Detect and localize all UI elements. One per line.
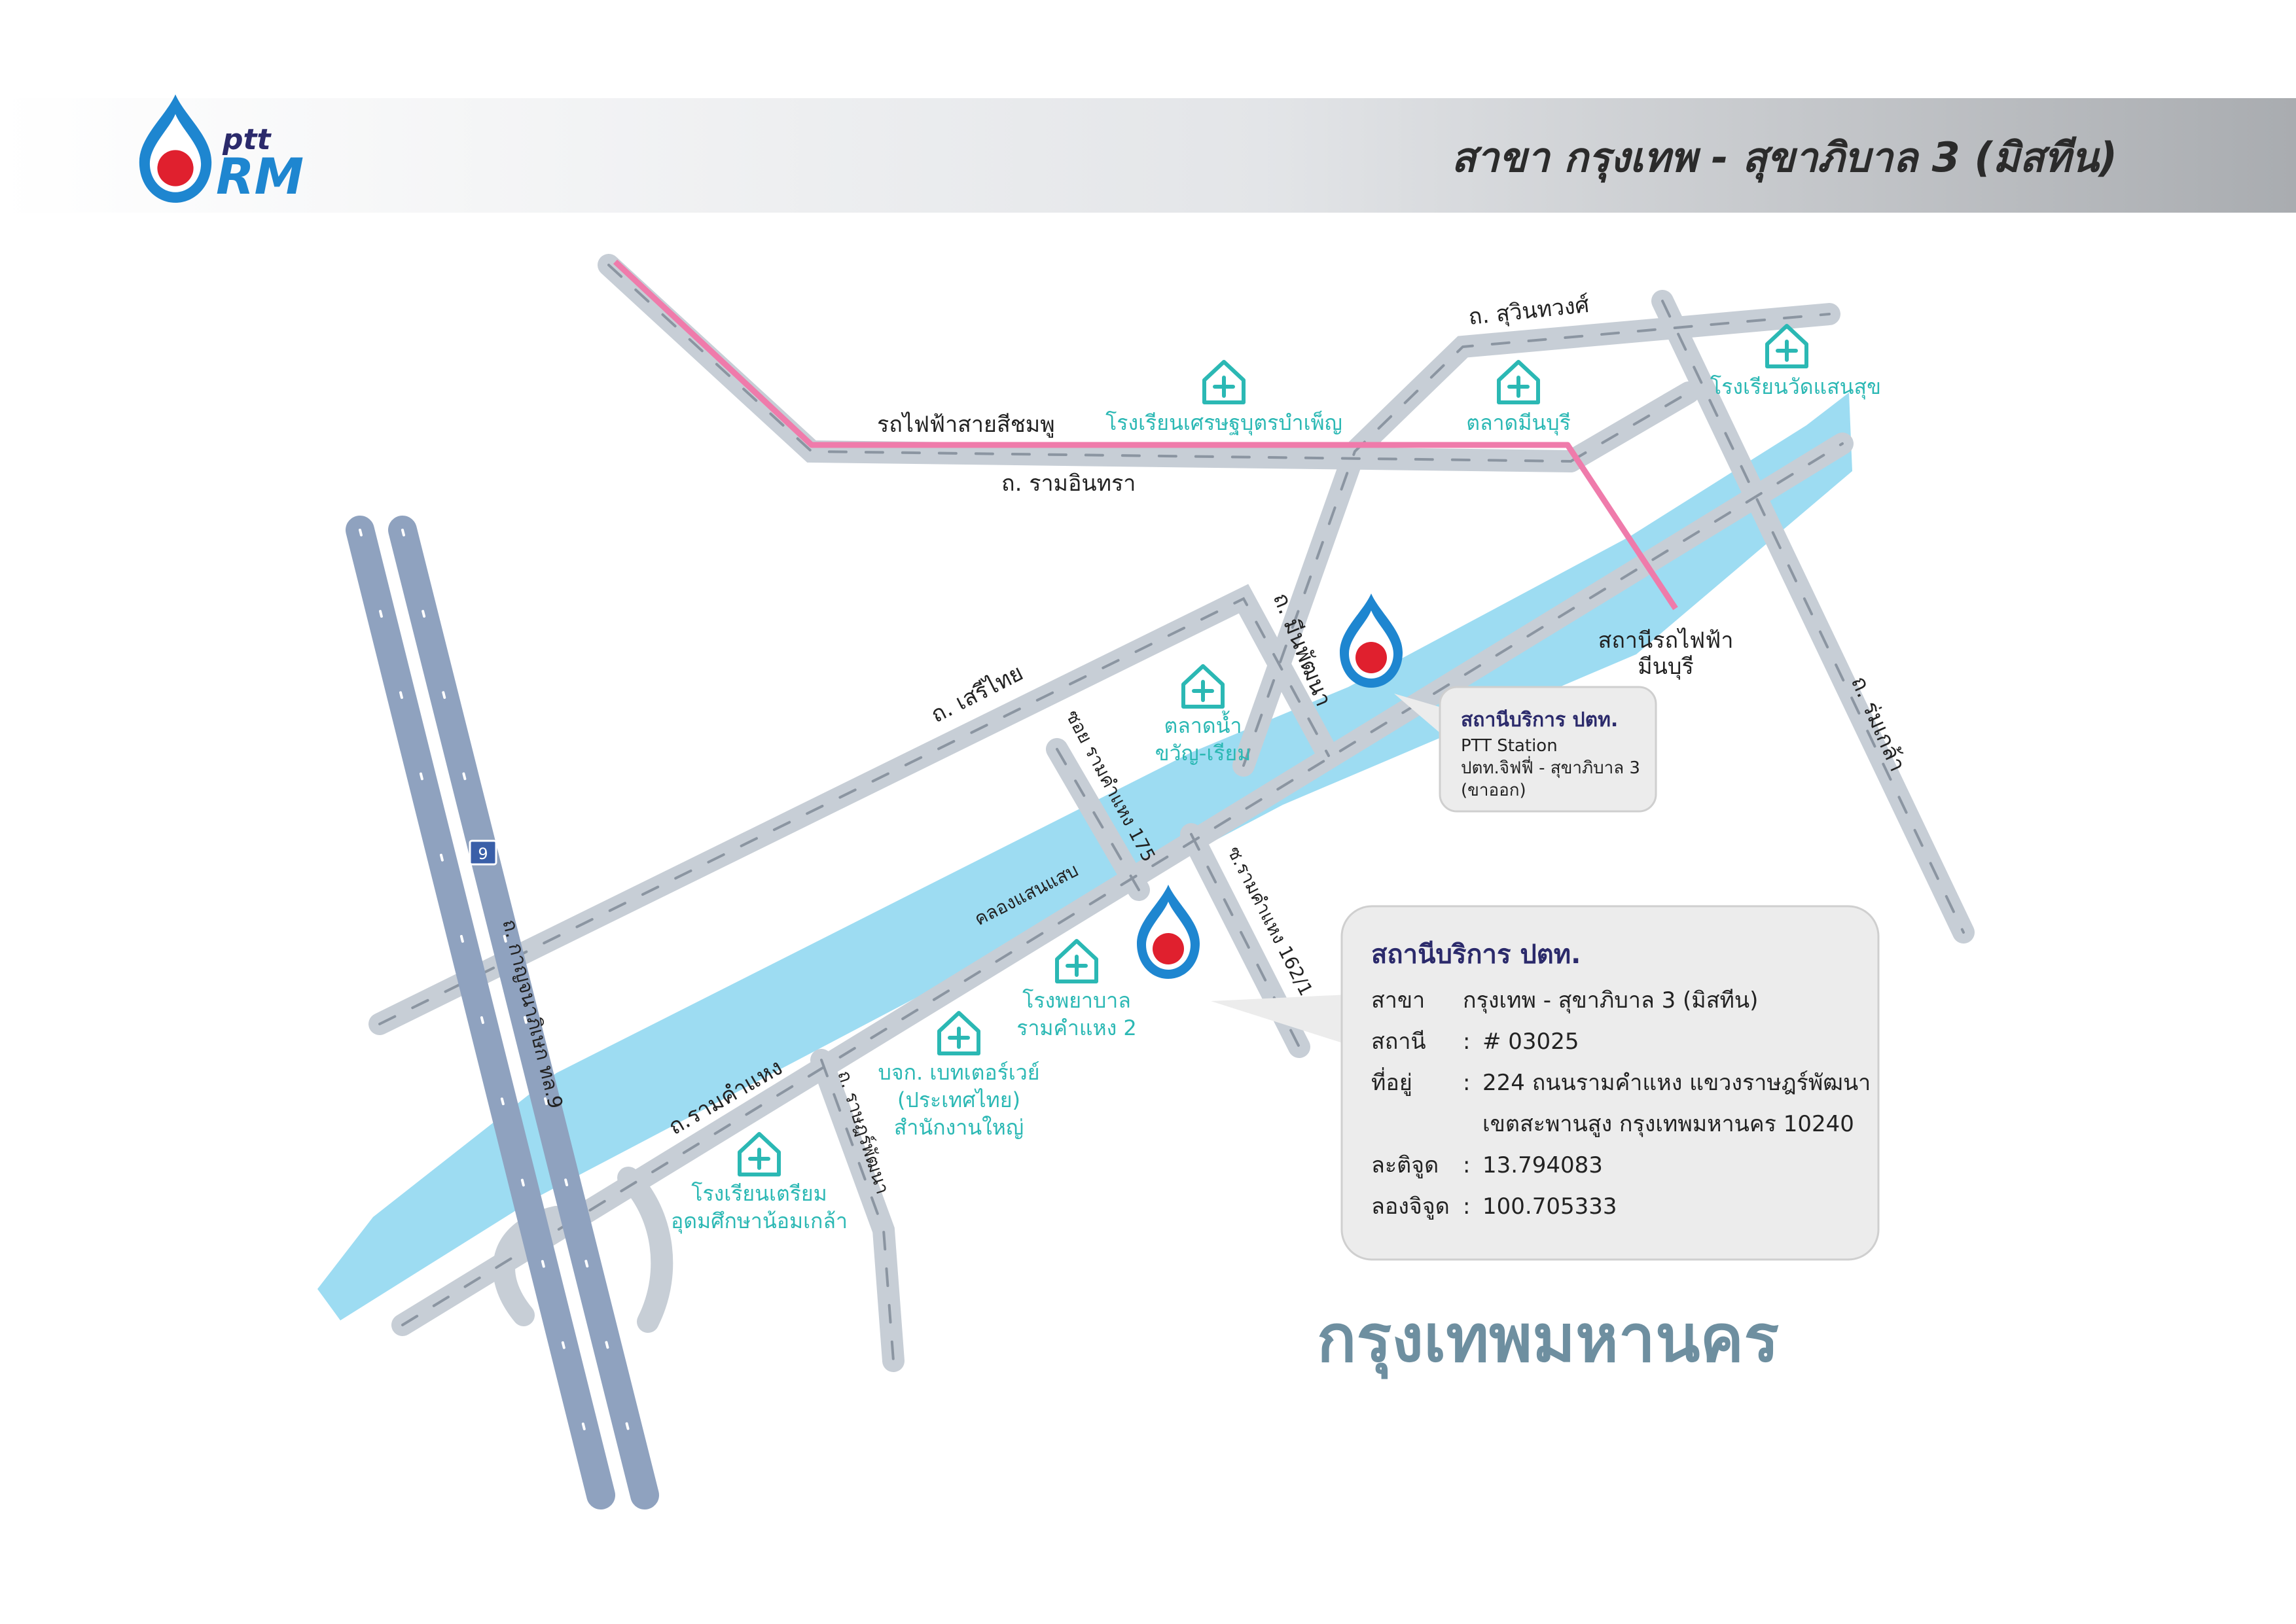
page-title: สาขา กรุงเทพ - สุขาภิบาล 3 (มิสทีน) bbox=[1452, 133, 2117, 183]
svg-text::: : bbox=[1463, 1193, 1470, 1220]
canal-saen-saep bbox=[317, 393, 1852, 1320]
svg-text:มีนบุรี: มีนบุรี bbox=[1638, 654, 1694, 680]
callout-small-title: สถานีบริการ ปตท. bbox=[1461, 709, 1618, 732]
svg-text:โรงเรียนวัดแสนสุข: โรงเรียนวัดแสนสุข bbox=[1710, 374, 1881, 400]
road-ram-inthra bbox=[598, 254, 1582, 472]
label-min-buri-station: สถานีรถไฟฟ้า มีนบุรี bbox=[1598, 627, 1734, 680]
school-icon bbox=[1204, 362, 1244, 402]
city-name: กรุงเทพมหานคร bbox=[1317, 1300, 1779, 1379]
market-icon bbox=[1499, 362, 1538, 402]
svg-text:โรงเรียนเศรษฐบุตรบำเพ็ญ: โรงเรียนเศรษฐบุตรบำเพ็ญ bbox=[1105, 410, 1342, 436]
poi-triam-school: โรงเรียนเตรียม อุดมศึกษาน้อมเกล้า bbox=[671, 1134, 848, 1234]
svg-text:ละติจูด: ละติจูด bbox=[1371, 1152, 1439, 1178]
svg-text:สถานี: สถานี bbox=[1371, 1029, 1426, 1055]
hospital-icon bbox=[1057, 941, 1096, 981]
callout-row-station: สถานี : # 03025 bbox=[1371, 1029, 1579, 1055]
svg-text:(ประเทศไทย): (ประเทศไทย) bbox=[897, 1087, 1020, 1112]
school-icon bbox=[1767, 326, 1806, 366]
svg-text:ตลาดน้ำ: ตลาดน้ำ bbox=[1164, 711, 1242, 738]
svg-text:PTT Station: PTT Station bbox=[1461, 736, 1558, 756]
callout-row-address: ที่อยู่ : 224 ถนนรามคำแหง แขวงราษฎร์พัฒน… bbox=[1371, 1067, 1871, 1137]
poi-betagro-hq: บจก. เบทเตอร์เวย์ (ประเทศไทย) สำนักงานให… bbox=[878, 1013, 1040, 1140]
market-icon bbox=[1183, 666, 1223, 707]
svg-text:13.794083: 13.794083 bbox=[1482, 1152, 1603, 1178]
poi-wat-saen-school: โรงเรียนวัดแสนสุข bbox=[1710, 326, 1881, 400]
svg-text:# 03025: # 03025 bbox=[1482, 1029, 1579, 1055]
callout-small: สถานีบริการ ปตท. PTT Station ปตท.จิฟฟี่ … bbox=[1394, 686, 1657, 813]
svg-text::: : bbox=[1463, 1070, 1470, 1096]
pink-line-rail bbox=[613, 259, 1678, 610]
svg-text:สาขา: สาขา bbox=[1371, 987, 1425, 1014]
school-icon bbox=[740, 1134, 779, 1174]
header-band bbox=[0, 98, 2296, 213]
svg-text:อุดมศึกษาน้อมเกล้า: อุดมศึกษาน้อมเกล้า bbox=[671, 1209, 848, 1234]
svg-text::: : bbox=[1463, 1152, 1470, 1178]
svg-text:(ขาออก): (ขาออก) bbox=[1461, 781, 1526, 800]
callout-main: สถานีบริการ ปตท. สาขา กรุงเทพ - สุขาภิบา… bbox=[1211, 905, 1880, 1261]
svg-text:โรงเรียนเตรียม: โรงเรียนเตรียม bbox=[691, 1181, 827, 1206]
road-network bbox=[368, 254, 1975, 1372]
svg-text:บจก. เบทเตอร์เวย์: บจก. เบทเตอร์เวย์ bbox=[878, 1060, 1040, 1085]
svg-text:9: 9 bbox=[478, 845, 488, 863]
svg-text:ลองจิจูด: ลองจิจูด bbox=[1371, 1193, 1450, 1220]
ptt-rm-logo: ptt RM bbox=[139, 94, 304, 205]
svg-text:กรุงเทพ - สุขาภิบาล 3 (มิสทีน): กรุงเทพ - สุขาภิบาล 3 (มิสทีน) bbox=[1463, 987, 1758, 1014]
svg-text:รามคำแหง 2: รามคำแหง 2 bbox=[1016, 1015, 1137, 1040]
svg-text:ตลาดมีนบุรี: ตลาดมีนบุรี bbox=[1466, 410, 1571, 436]
svg-text:ขวัญ-เรียม: ขวัญ-เรียม bbox=[1155, 741, 1251, 766]
office-icon bbox=[939, 1013, 978, 1053]
svg-text:เขตสะพานสูง กรุงเทพมหานคร 1024: เขตสะพานสูง กรุงเทพมหานคร 10240 bbox=[1482, 1111, 1854, 1137]
callout-row-branch: สาขา กรุงเทพ - สุขาภิบาล 3 (มิสทีน) bbox=[1371, 987, 1758, 1014]
poi-floating-market: ตลาดน้ำ ขวัญ-เรียม bbox=[1155, 666, 1251, 766]
logo-ptt-text: ptt bbox=[222, 123, 272, 156]
callout-main-title: สถานีบริการ ปตท. bbox=[1371, 940, 1581, 970]
svg-text::: : bbox=[1463, 1029, 1470, 1055]
highway-shield: 9 bbox=[469, 839, 497, 866]
label-ram-inthra: ถ. รามอินทรา bbox=[1001, 470, 1136, 497]
svg-text:ที่อยู่: ที่อยู่ bbox=[1371, 1067, 1412, 1096]
svg-text:224 ถนนรามคำแหง แขวงราษฎร์พัฒน: 224 ถนนรามคำแหง แขวงราษฎร์พัฒนา bbox=[1482, 1070, 1871, 1096]
svg-text:ปตท.จิฟฟี่ - สุขาภิบาล 3: ปตท.จิฟฟี่ - สุขาภิบาล 3 bbox=[1461, 756, 1640, 778]
svg-text:โรงพยาบาล: โรงพยาบาล bbox=[1022, 988, 1131, 1013]
callout-row-latitude: ละติจูด : 13.794083 bbox=[1371, 1152, 1603, 1178]
callout-row-longitude: ลองจิจูด : 100.705333 bbox=[1371, 1193, 1617, 1220]
poi-min-buri-market: ตลาดมีนบุรี bbox=[1466, 362, 1571, 436]
poi-settabut-school: โรงเรียนเศรษฐบุตรบำเพ็ญ bbox=[1105, 362, 1342, 436]
svg-text:สำนักงานใหญ่: สำนักงานใหญ่ bbox=[894, 1115, 1024, 1140]
logo-rm-text: RM bbox=[216, 147, 304, 205]
ptt-station-marker-main[interactable] bbox=[1137, 885, 1200, 979]
ptt-station-marker-jiffy[interactable] bbox=[1340, 593, 1403, 688]
label-suwinthawong: ถ. สุวินทวงศ์ bbox=[1467, 292, 1591, 330]
svg-text:100.705333: 100.705333 bbox=[1482, 1193, 1617, 1220]
road-interchange-east bbox=[617, 1167, 673, 1333]
poi-ramkhamhaeng-hospital: โรงพยาบาล รามคำแหง 2 bbox=[1016, 941, 1137, 1040]
highway-outer-ring bbox=[346, 516, 659, 1509]
label-pink-line: รถไฟฟ้าสายสีชมพู bbox=[877, 412, 1055, 438]
svg-text:สถานีรถไฟฟ้า: สถานีรถไฟฟ้า bbox=[1598, 627, 1734, 654]
